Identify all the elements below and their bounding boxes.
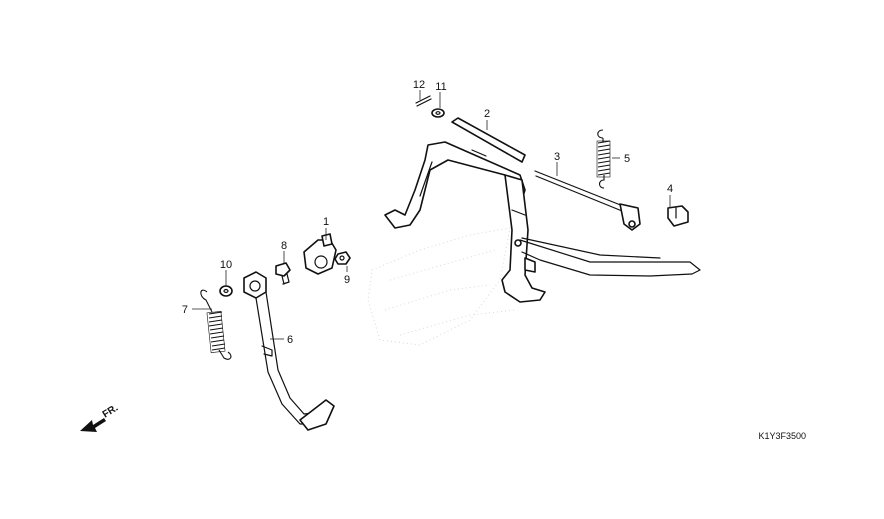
diagram-code: K1Y3F3500 xyxy=(758,431,806,441)
callout-3: 3 xyxy=(554,151,560,163)
main-stand-spring xyxy=(596,129,611,189)
frame-silhouette xyxy=(367,227,516,346)
callout-11: 11 xyxy=(435,81,446,93)
side-stand-washer xyxy=(219,285,233,297)
side-stand-spring xyxy=(200,289,232,360)
side-stand-switch xyxy=(303,233,337,275)
leader-lines xyxy=(192,90,671,340)
front-label: FR. xyxy=(101,403,121,421)
callout-9: 9 xyxy=(344,274,350,286)
callout-12: 12 xyxy=(413,79,425,91)
pivot-bolt xyxy=(275,262,291,285)
flange-nut xyxy=(334,251,351,265)
callout-4: 4 xyxy=(667,183,673,195)
callout-numbers: 1 2 3 4 5 6 7 8 9 10 11 12 xyxy=(182,79,673,346)
front-arrow-icon xyxy=(80,418,106,432)
side-stand xyxy=(243,271,335,431)
callout-1: 1 xyxy=(323,216,329,228)
callout-6: 6 xyxy=(287,334,293,346)
callout-5: 5 xyxy=(624,153,630,165)
callout-2: 2 xyxy=(484,108,490,120)
callout-10: 10 xyxy=(220,259,232,271)
callout-8: 8 xyxy=(281,240,287,252)
stopper-rubber xyxy=(667,205,689,227)
cotter-pin xyxy=(415,95,432,107)
callout-7: 7 xyxy=(182,304,188,316)
front-direction-indicator: FR. xyxy=(80,403,120,432)
main-stand xyxy=(384,117,701,303)
washer xyxy=(431,108,445,118)
pivot-shaft xyxy=(534,170,641,231)
